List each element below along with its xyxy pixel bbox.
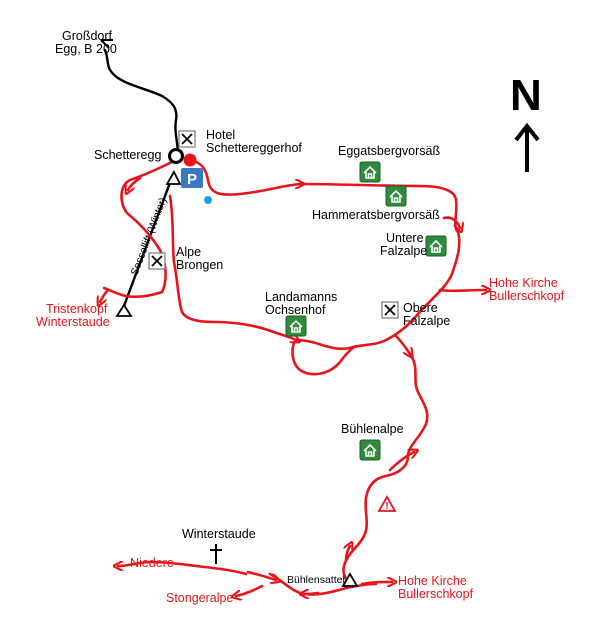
untere-falzalpe-label-line1: Untere <box>386 231 424 245</box>
schetteregg-label: Schetteregg <box>94 148 161 162</box>
untere-falzalpe-hut-icon <box>425 235 447 257</box>
buehlensattel-triangle-icon <box>341 572 359 587</box>
water-icon <box>204 196 212 204</box>
chair-lift-line <box>122 171 176 307</box>
access-road <box>103 48 180 158</box>
road-label-line1: Großdorf <box>62 29 113 43</box>
winterstaude-summit-label: Winterstaude <box>182 527 256 541</box>
schetteregg-marker[interactable] <box>168 148 184 164</box>
niedere-label: Niedere <box>130 556 174 570</box>
landamanns-label-line2: Ochsenhof <box>265 303 326 317</box>
parking-icon <box>181 168 203 188</box>
stongeralpe-label: Stongeralpe <box>166 591 233 605</box>
hotel-label-line1: Hotel <box>206 128 235 142</box>
lift-bottom-station-icon <box>115 303 133 317</box>
warning-icon <box>377 495 397 512</box>
obere-falzalpe-restaurant-icon <box>381 301 399 319</box>
hohe-kirche-label-line1: Hohe Kirche <box>489 276 558 290</box>
buehlenalpe-label: Bühlenalpe <box>341 422 404 436</box>
landamanns-label-line1: Landamanns <box>265 290 337 304</box>
hohe-kirche-south-label-line2: Bullerschkopf <box>398 587 474 601</box>
hammeratsberg-hut-icon <box>385 185 407 207</box>
start-point-marker[interactable] <box>183 153 197 167</box>
hammeratsberg-label: Hammeratsbergvorsäß <box>312 208 440 222</box>
parking-label: P <box>187 171 197 188</box>
warning-mark: ! <box>385 501 388 512</box>
obere-falzalpe-label-line2: Falzalpe <box>403 314 450 328</box>
north-letter: N <box>510 71 542 120</box>
summit-cross-icon <box>210 544 222 564</box>
hotel-label-line2: Schettereggerhof <box>206 141 302 155</box>
landamanns-hut-icon <box>285 315 307 337</box>
brongen-label-line2: Brongen <box>176 258 223 272</box>
brongen-restaurant-icon <box>148 252 166 270</box>
tristenkopf-label-line1: Tristenkopf <box>46 302 108 316</box>
untere-falzalpe-label-line2: Falzalpe <box>380 244 427 258</box>
buehlensattel-label: Bühlensattel <box>287 574 345 586</box>
hohe-kirche-south-label-line1: Hohe Kirche <box>398 574 467 588</box>
brongen-label-line1: Alpe <box>176 245 201 259</box>
hohe-kirche-label-line2: Bullerschkopf <box>489 289 565 303</box>
eggatsberg-hut-icon <box>359 161 381 183</box>
obere-falzalpe-label-line1: Obere <box>403 301 438 315</box>
lift-top-station-icon <box>165 170 182 185</box>
north-arrow-icon <box>514 122 540 172</box>
route-network <box>100 158 486 596</box>
road-direction-arrow-icon <box>100 39 113 49</box>
eggatsberg-label: Eggatsbergvorsäß <box>338 144 441 158</box>
buehlenalpe-hut-icon <box>359 439 381 461</box>
hotel-restaurant-icon <box>178 130 196 148</box>
road-label-line2: Egg, B 200 <box>55 42 117 56</box>
tristenkopf-label-line2: Winterstaude <box>36 315 110 329</box>
